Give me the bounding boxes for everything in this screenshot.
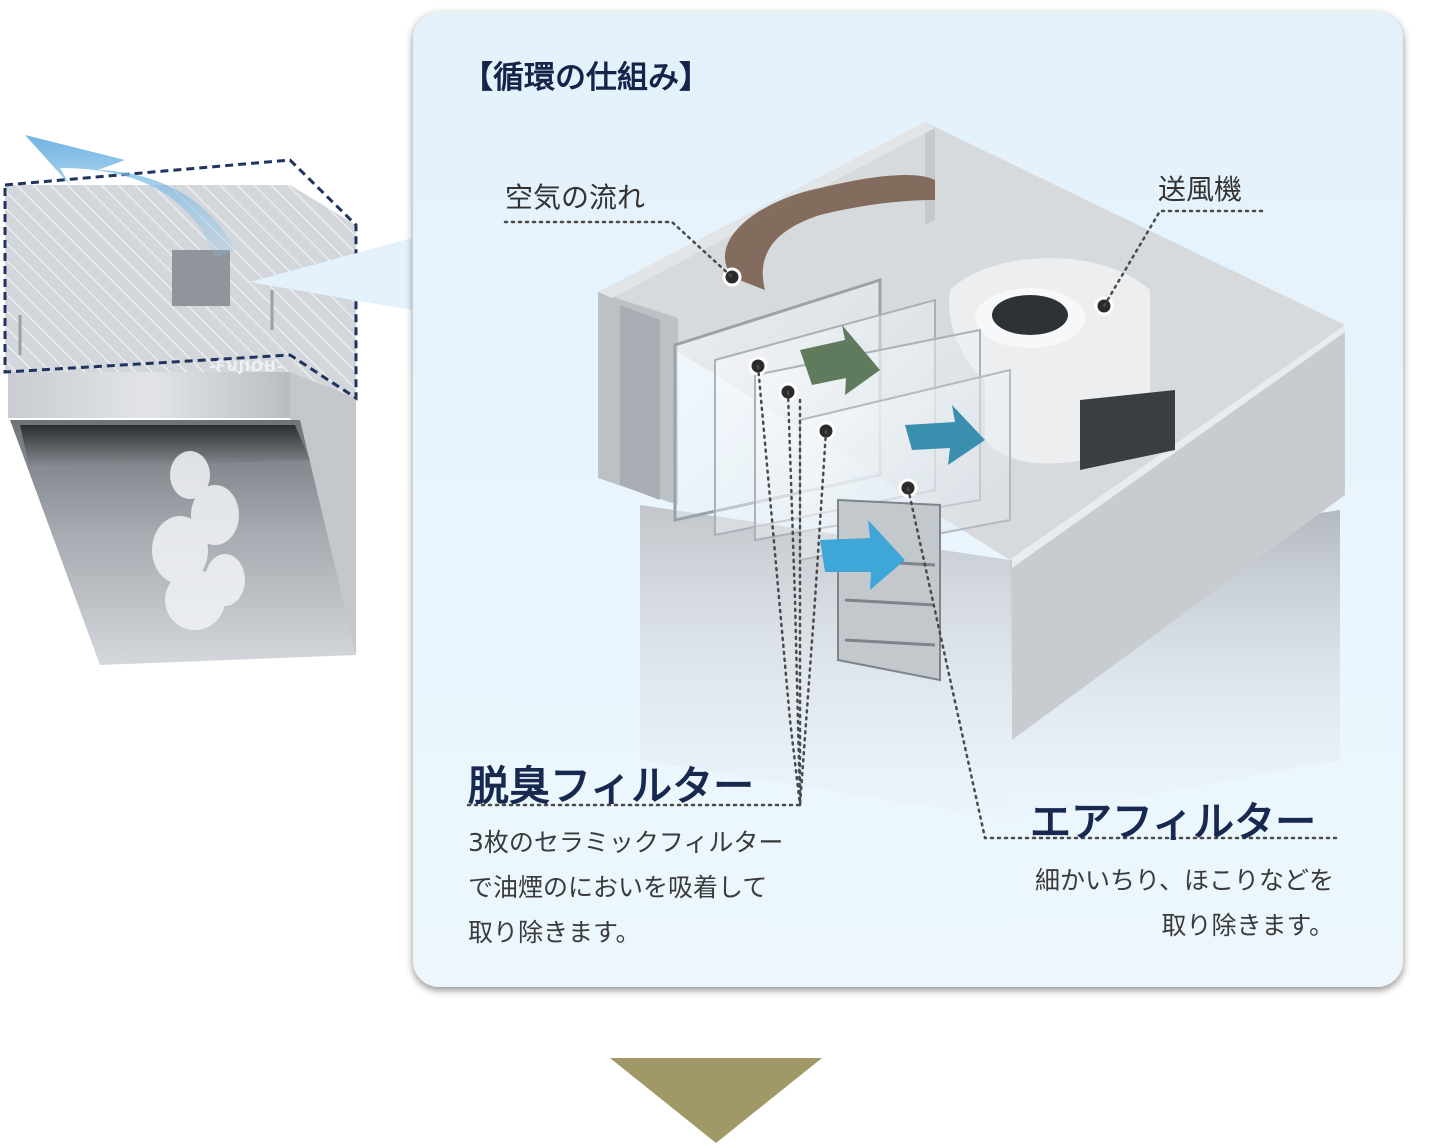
exhaust-arrow-icon: [25, 135, 235, 258]
blue-flow-arrow-icon: [820, 520, 905, 590]
air-flow-path: [724, 174, 935, 290]
hood-brand-logo: -FUJIOH-: [209, 359, 284, 375]
green-flow-arrow-icon: [800, 325, 880, 395]
deodorizing-filter-heading: 脱臭フィルター: [468, 762, 755, 810]
air-filter-description-line: 取り除きます。: [1161, 911, 1334, 940]
callout-pointer: [250, 238, 412, 310]
air-filter-heading: エアフィルター: [1030, 798, 1317, 846]
air-filter-description: 細かいちり、ほこりなどを 取り除きます。: [1004, 858, 1334, 948]
leader-air-filter: [906, 486, 1338, 840]
hood-vent: [172, 250, 230, 306]
air-filter-description-line: 細かいちり、ほこりなどを: [1034, 866, 1334, 895]
marker-air-flow: [722, 267, 742, 287]
circulation-unit-outline: [3, 158, 358, 401]
hood-inner: [20, 425, 310, 470]
deodorizing-filter-description: 3枚のセラミックフィルター で油煙のにおいを吸着して 取り除きます。: [468, 820, 783, 955]
smoke-icon: [152, 451, 245, 630]
deodorizing-filter-description-line: 3枚のセラミックフィルター: [468, 828, 784, 857]
teal-flow-arrow-icon: [905, 405, 985, 465]
hood-lower-body: [8, 372, 290, 418]
leader-blower: [1102, 209, 1264, 308]
leader-air-flow: [503, 220, 734, 279]
hood-side-panel: [290, 372, 356, 655]
label-air-flow: 空気の流れ: [505, 181, 646, 214]
air-filter-panel: [837, 498, 941, 682]
panel-title: 【循環の仕組み】: [462, 60, 710, 96]
range-hood-illustration: [3, 135, 412, 665]
label-blower: 送風機: [1158, 173, 1243, 206]
deodorizing-filter-description-line: 取り除きます。: [468, 918, 641, 947]
unit-right-side: [1012, 325, 1345, 740]
deodorizing-filter-description-line: で油煙のにおいを吸着して: [468, 873, 768, 902]
